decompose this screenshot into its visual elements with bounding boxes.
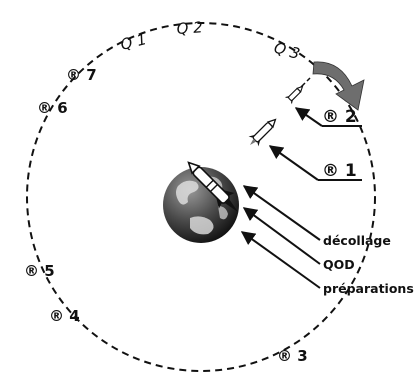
stage-label-preparations: préparations [323,281,414,296]
orbit-marker-4: ® 4 [49,307,80,325]
stage-label-qod: QOD [323,257,355,272]
trajectory-dash [306,77,311,82]
orbit-marker-5: ® 5 [24,262,55,280]
callout-label-2: ® 2 [322,107,357,127]
orbit-marker-7: ® 7 [66,66,97,84]
trajectory-dash [300,82,306,88]
orbit-marker-3: ® 3 [277,347,308,365]
q-label-2: Q 2 [176,18,203,38]
rocket-icon-stage3 [284,85,304,105]
orbit-circle [26,22,376,372]
callout-arrow-1 [268,145,319,181]
callout-arrow-2 [294,107,323,127]
stage-arrow-preparations [240,231,321,289]
rocket-icon-launch [187,161,239,213]
orbit-insertion-arrow [312,61,365,111]
rocket-icon-stage2 [248,118,277,147]
q-label-1: Q 1 [119,30,149,54]
stage-arrow-decollage [242,185,321,241]
stage-label-decollage: décollage [323,233,391,248]
orbit-marker-6: ® 6 [37,99,68,117]
callout-label-1: ® 1 [322,161,357,181]
stage-arrow-qod [242,207,321,265]
q-label-3: Q 3 [272,39,302,64]
